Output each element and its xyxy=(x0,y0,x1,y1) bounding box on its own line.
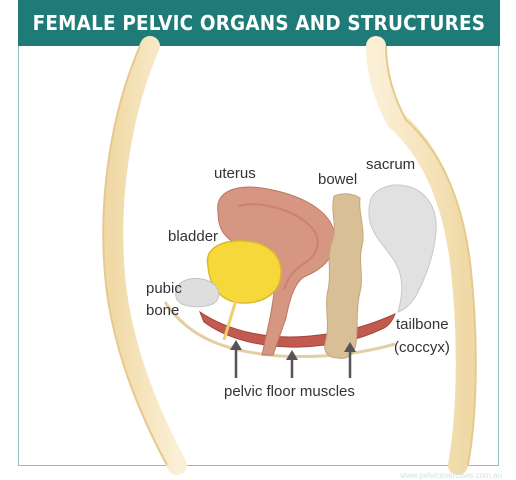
label-tailbone-1: tailbone xyxy=(396,316,449,333)
sacrum-shape xyxy=(368,184,437,313)
arrow-2 xyxy=(286,350,298,378)
urethra xyxy=(222,299,238,341)
label-bladder: bladder xyxy=(168,228,219,245)
arrow-1 xyxy=(230,340,242,378)
header-banner: FEMALE PELVIC ORGANS AND STRUCTURES xyxy=(18,0,500,46)
credit-text: www.pelvicexercises.com.au xyxy=(400,471,502,480)
label-pelvic-floor-muscles: pelvic floor muscles xyxy=(224,383,355,400)
label-uterus: uterus xyxy=(214,165,256,182)
bladder-shape xyxy=(206,240,282,304)
page-title: FEMALE PELVIC ORGANS AND STRUCTURES xyxy=(32,11,486,35)
label-sacrum: sacrum xyxy=(366,156,416,173)
body-outline-front xyxy=(103,36,187,475)
label-pubic-2: bone xyxy=(146,302,180,319)
pubic-bone-shape xyxy=(175,277,220,308)
body-outline-back xyxy=(366,36,476,475)
pelvic-base-line xyxy=(163,301,396,358)
arrow-3 xyxy=(344,342,356,378)
label-bowel: bowel xyxy=(318,171,358,188)
label-pubic-1: pubic xyxy=(146,280,182,297)
label-tailbone-2: (coccyx) xyxy=(394,339,450,356)
